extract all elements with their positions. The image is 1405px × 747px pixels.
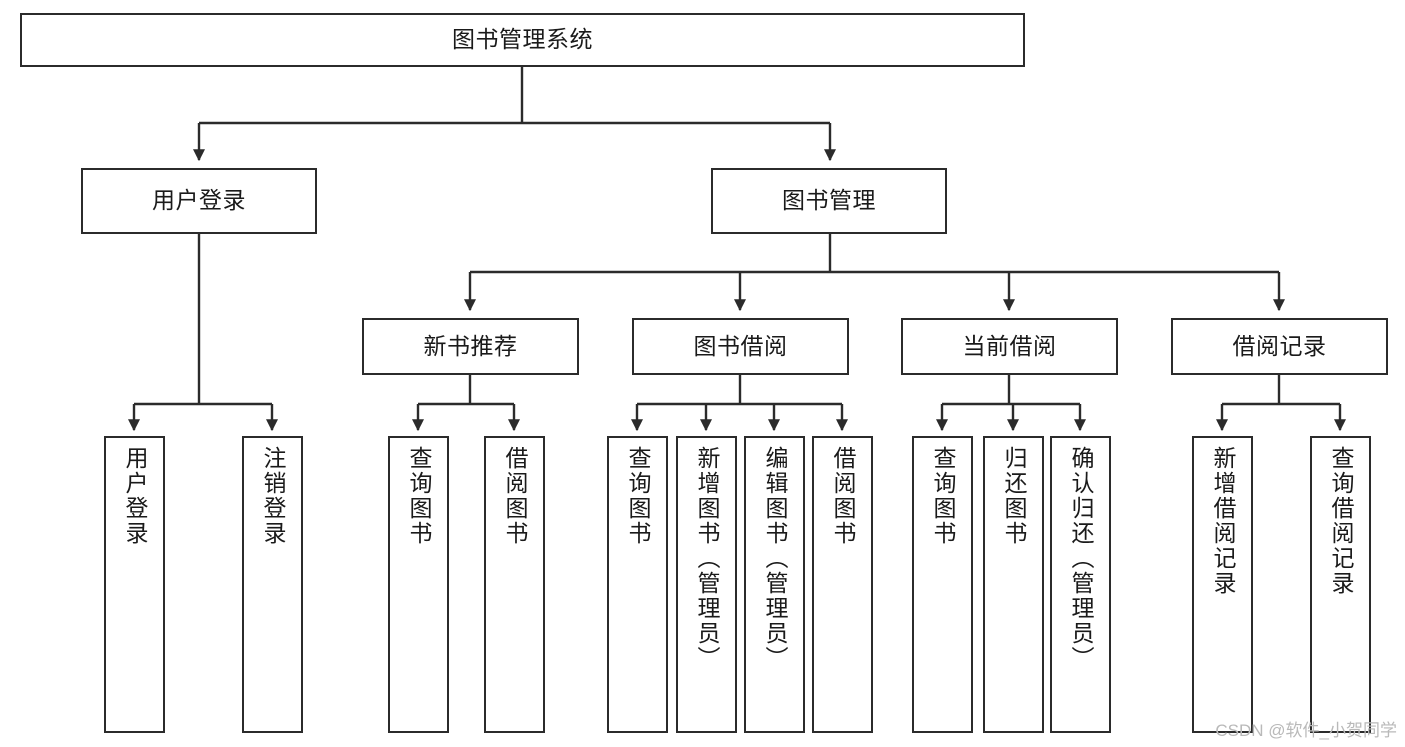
node-current-borrow-label: 当前借阅: [962, 332, 1057, 359]
leaf-edit-book-admin[interactable]: 编辑图书（管理员）: [744, 436, 805, 733]
node-borrow-record[interactable]: 借阅记录: [1171, 318, 1388, 375]
leaf-query-borrow-record[interactable]: 查询借阅记录: [1310, 436, 1371, 733]
node-new-book-recommend[interactable]: 新书推荐: [362, 318, 579, 375]
node-book-borrow-label: 图书借阅: [693, 332, 788, 359]
leaf-add-book-admin-label: 新增图书（管理员）: [694, 446, 720, 671]
node-root-label: 图书管理系统: [452, 26, 593, 53]
leaf-query-book-current-label: 查询图书: [930, 446, 956, 546]
leaf-edit-book-admin-label: 编辑图书（管理员）: [762, 446, 788, 671]
leaf-add-borrow-record-label: 新增借阅记录: [1210, 446, 1236, 596]
leaf-borrow-book[interactable]: 借阅图书: [812, 436, 873, 733]
leaf-query-book-borrow-label: 查询图书: [625, 446, 651, 546]
leaf-query-book-borrow[interactable]: 查询图书: [607, 436, 668, 733]
leaf-borrow-book-newbook-label: 借阅图书: [502, 446, 528, 546]
leaf-query-book-newbook[interactable]: 查询图书: [388, 436, 449, 733]
leaf-borrow-book-label: 借阅图书: [830, 446, 856, 546]
leaf-confirm-return-admin-label: 确认归还（管理员）: [1068, 446, 1094, 671]
leaf-borrow-book-newbook[interactable]: 借阅图书: [484, 436, 545, 733]
node-book-management[interactable]: 图书管理: [711, 168, 947, 234]
leaf-add-book-admin[interactable]: 新增图书（管理员）: [676, 436, 737, 733]
node-user-login-label: 用户登录: [152, 187, 246, 214]
node-borrow-record-label: 借阅记录: [1232, 332, 1327, 359]
node-new-book-recommend-label: 新书推荐: [423, 332, 518, 359]
leaf-return-book-label: 归还图书: [1001, 446, 1027, 546]
leaf-logout[interactable]: 注销登录: [242, 436, 303, 733]
leaf-query-book-current[interactable]: 查询图书: [912, 436, 973, 733]
csdn-watermark: CSDN @软件_小贺同学: [1215, 721, 1397, 740]
leaf-query-borrow-record-label: 查询借阅记录: [1328, 446, 1354, 596]
leaf-logout-label: 注销登录: [260, 446, 286, 546]
node-current-borrow[interactable]: 当前借阅: [901, 318, 1118, 375]
leaf-query-book-newbook-label: 查询图书: [406, 446, 432, 546]
leaf-user-login[interactable]: 用户登录: [104, 436, 165, 733]
node-book-borrow[interactable]: 图书借阅: [632, 318, 849, 375]
leaf-add-borrow-record[interactable]: 新增借阅记录: [1192, 436, 1253, 733]
leaf-confirm-return-admin[interactable]: 确认归还（管理员）: [1050, 436, 1111, 733]
node-root[interactable]: 图书管理系统: [20, 13, 1025, 67]
node-book-management-label: 图书管理: [782, 187, 876, 214]
leaf-user-login-label: 用户登录: [122, 446, 148, 546]
node-user-login[interactable]: 用户登录: [81, 168, 317, 234]
leaf-return-book[interactable]: 归还图书: [983, 436, 1044, 733]
